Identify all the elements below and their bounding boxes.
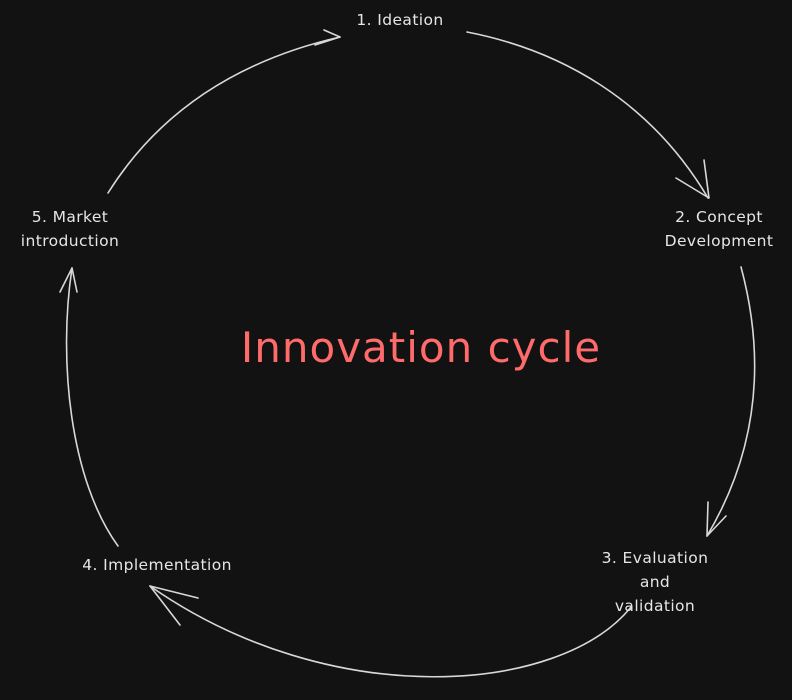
arrow-market-to-ideation [107, 29, 341, 194]
stage-concept-development-label: 2. Concept Development [664, 208, 774, 250]
diagram-title: Innovation cycle [240, 323, 602, 372]
stage-implementation-label: 4. Implementation [82, 556, 232, 574]
arrow-evaluation-to-implementation [149, 585, 632, 678]
arrow-concept-to-evaluation [706, 266, 756, 537]
arrow-implementation-to-market [59, 267, 119, 547]
stage-evaluation-validation-label: 3. Evaluation and validation [601, 549, 709, 615]
stage-ideation-label: 1. Ideation [356, 11, 444, 29]
stage-market-introduction-label: 5. Market introduction [20, 208, 120, 250]
arrow-ideation-to-concept [466, 31, 710, 199]
